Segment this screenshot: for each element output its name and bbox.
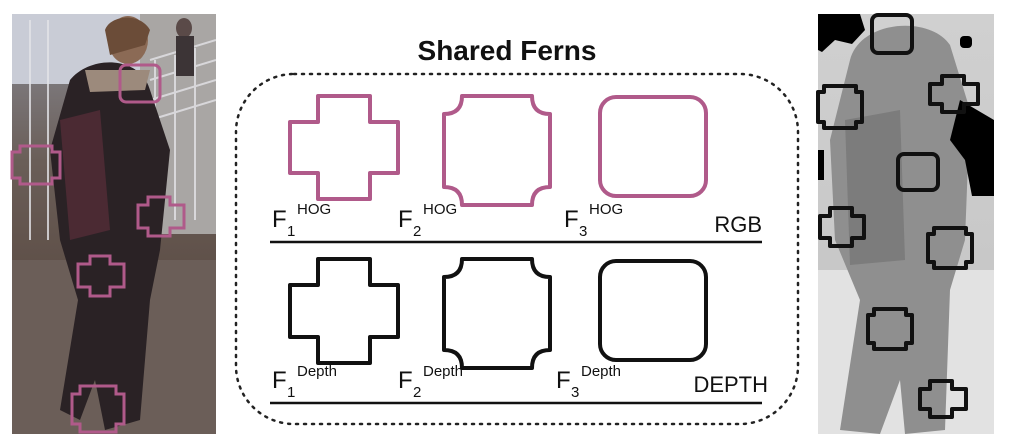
depth-cell-cross (918, 379, 968, 419)
fern2-depth-label: F 2 Depth (398, 363, 463, 401)
depth-cell-cross (818, 206, 866, 248)
fern-base: F (272, 206, 287, 233)
fern-sup: HOG (589, 201, 623, 218)
fern-sub: 2 (413, 223, 421, 240)
depth-cell-notched (816, 84, 864, 130)
fern-base: F (564, 206, 579, 233)
rgb-cell-notched (10, 144, 62, 186)
fern1-hog-label: F 1 HOG (272, 201, 331, 240)
depth-cell-square (870, 13, 914, 55)
fern-sub: 3 (579, 223, 587, 240)
diagram-title: Shared Ferns (418, 35, 597, 66)
fern-sub: 1 (287, 384, 295, 401)
fern-base: F (272, 367, 287, 394)
rgb-cell-cross (76, 254, 126, 298)
fern1-depth-label: F 1 Depth (272, 363, 337, 401)
depth-cell-notched (926, 226, 974, 270)
fern-sub: 2 (413, 384, 421, 401)
depth-row-label: DEPTH (693, 372, 768, 397)
depth-map (818, 14, 994, 434)
depth-fern-shapes (288, 257, 708, 370)
depth-cell-notched (866, 307, 914, 351)
fern-base: F (556, 367, 571, 394)
rgb-cell-notched (70, 384, 126, 434)
rgb-row-label: RGB (714, 212, 762, 237)
fern3-depth-label: F 3 Depth (556, 363, 621, 401)
fern3-depth-shape (598, 259, 708, 362)
fern-sup: Depth (423, 363, 463, 380)
fern-sub: 3 (571, 384, 579, 401)
fern2-hog-shape (442, 94, 552, 207)
rgb-cell-square (118, 63, 162, 104)
rgb-photo (12, 14, 216, 434)
depth-cells (816, 13, 980, 419)
rgb-fern-shapes (288, 94, 708, 207)
fern1-depth-shape (288, 257, 400, 365)
depth-cell-cross (928, 74, 980, 114)
fern-base: F (398, 367, 413, 394)
fern-base: F (398, 206, 413, 233)
fern-sup: HOG (297, 201, 331, 218)
shared-ferns-container (234, 72, 800, 426)
fern-sup: HOG (423, 201, 457, 218)
rgb-hog-cells (10, 63, 186, 434)
fern-sup: Depth (581, 363, 621, 380)
rgb-cell-cross (136, 195, 186, 238)
fern3-hog-shape (598, 95, 708, 198)
fern3-hog-label: F 3 HOG (564, 201, 623, 240)
fern-sub: 1 (287, 223, 295, 240)
depth-cell-square (896, 152, 940, 192)
fern-sup: Depth (297, 363, 337, 380)
fern2-depth-shape (442, 257, 552, 370)
fern2-hog-label: F 2 HOG (398, 201, 457, 240)
fern1-hog-shape (288, 94, 400, 201)
